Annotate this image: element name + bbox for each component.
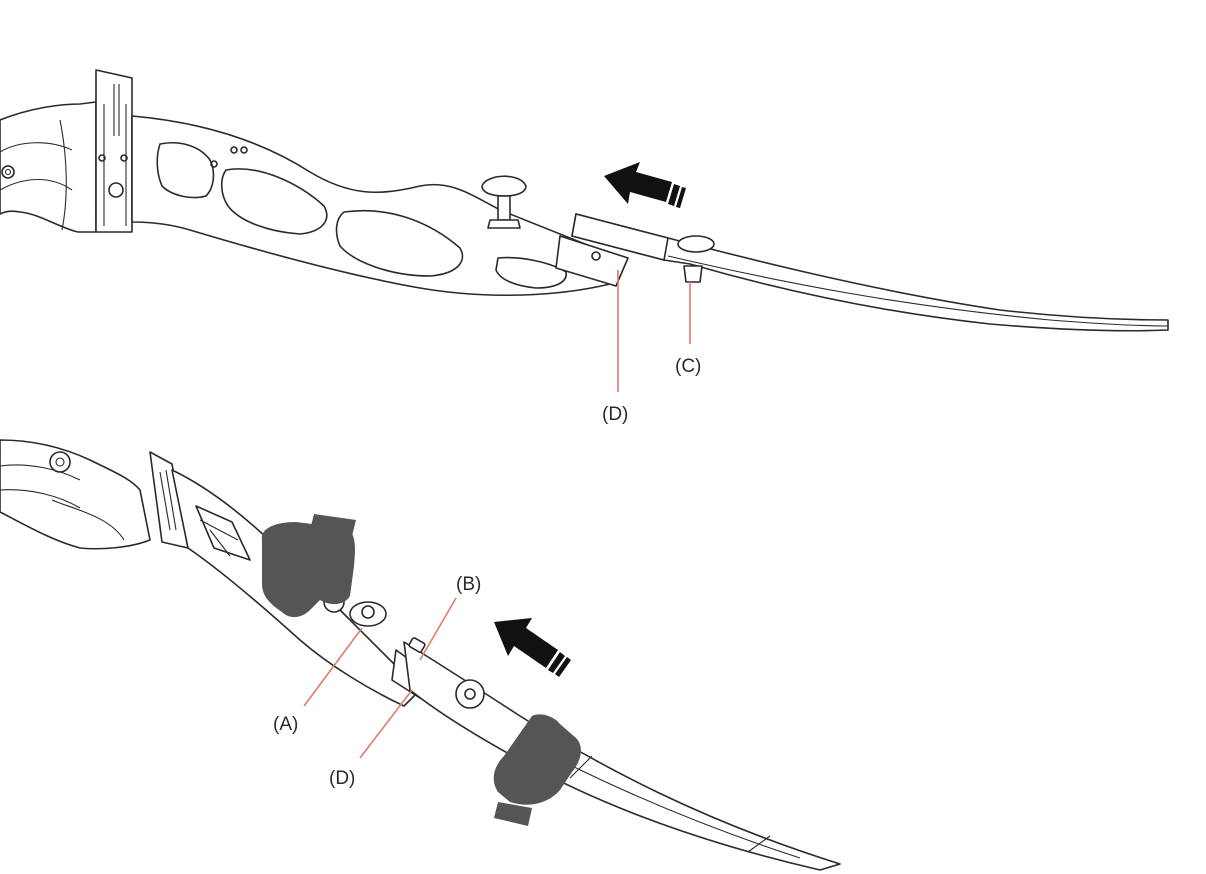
top-direction-arrow <box>604 162 686 208</box>
bottom-limb-inner-line <box>559 759 801 859</box>
bottom-limb <box>403 641 841 871</box>
bottom-leader-a <box>303 627 363 707</box>
hand-icon <box>493 714 581 805</box>
top-limb-bolt-stem <box>683 265 703 283</box>
top-pocket-hole <box>591 251 601 261</box>
top-figure <box>0 69 1169 332</box>
bottom-limb-bolt-center <box>464 688 476 700</box>
top-plunger-base <box>487 219 521 229</box>
top-limb-inner-line <box>667 255 1169 327</box>
bottom-direction-arrow <box>494 618 571 677</box>
bottom-limb-bolt <box>455 679 485 709</box>
bottom-grip <box>0 439 151 550</box>
top-riser-plate-slot <box>103 84 127 226</box>
bottom-riser-detail <box>199 519 239 557</box>
top-riser-dot-2 <box>240 146 248 154</box>
top-limb-bolt-head <box>677 235 715 253</box>
top-riser-body <box>131 115 621 297</box>
top-grip-screw <box>1 165 15 179</box>
bottom-leader-b <box>419 597 457 661</box>
bottom-plunger-knob <box>349 601 387 627</box>
bottom-figure <box>0 439 841 871</box>
bottom-grip-contour <box>0 464 125 541</box>
arrow-left-icon <box>604 162 672 204</box>
bottom-leader-d <box>359 689 413 759</box>
hand-icon-upper <box>261 514 356 618</box>
top-limb <box>571 213 1169 332</box>
top-plunger-knob <box>481 175 527 197</box>
bottom-plunger-knob-center <box>361 605 375 619</box>
top-grip-screw-center <box>4 168 12 176</box>
top-grip-contour <box>0 119 73 231</box>
top-plate-hole-3 <box>108 182 124 198</box>
label-bottom-d: (D) <box>329 768 355 789</box>
label-top-d: (D) <box>602 404 628 425</box>
bottom-riser-cutout <box>195 505 251 561</box>
top-plate-hole-1 <box>98 154 106 162</box>
bottom-grip-screw <box>49 451 71 473</box>
bottom-limb-detail <box>569 755 771 853</box>
bottom-limb-slot <box>408 637 426 653</box>
top-plate-hole-2 <box>120 154 128 162</box>
top-plunger-stem <box>497 195 511 221</box>
arrow-left-icon <box>494 618 558 668</box>
top-limb-pocket <box>555 235 629 287</box>
top-riser-cutout-2 <box>220 168 328 235</box>
bottom-grip-screw-center <box>55 457 65 467</box>
label-bottom-a: (A) <box>273 714 298 735</box>
top-riser-cutout-1 <box>156 142 215 199</box>
top-limb-butt <box>571 213 669 261</box>
top-grip <box>0 101 97 233</box>
bottom-plate-slot <box>159 469 177 531</box>
top-riser-dot-1 <box>230 146 238 154</box>
top-riser-cutout-3 <box>335 209 464 277</box>
label-top-c: (C) <box>675 356 701 377</box>
label-bottom-b: (B) <box>456 574 481 595</box>
top-riser-cutout-4 <box>495 256 567 289</box>
hand-icon-lower <box>493 714 581 826</box>
top-riser-dot-3 <box>210 160 218 168</box>
